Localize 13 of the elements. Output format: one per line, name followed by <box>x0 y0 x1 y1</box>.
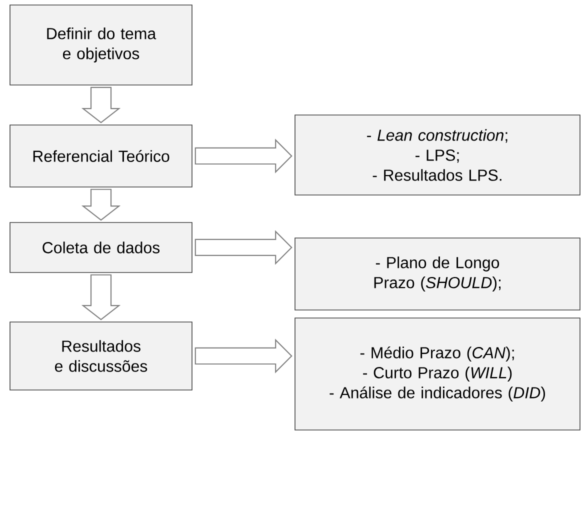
block-arrow <box>81 86 121 124</box>
note-box: - Lean construction; - LPS; - Resultados LPS. <box>294 114 580 196</box>
block-arrow <box>81 188 121 221</box>
block-arrow <box>194 338 292 374</box>
block-arrow <box>194 230 292 265</box>
process-box: Referencial Teórico <box>10 124 192 188</box>
note-box: - Médio Prazo (CAN); - Curto Prazo (WILL) - Análise de indicadores (DID) <box>294 318 580 430</box>
process-box: Coleta de dados <box>10 222 192 273</box>
process-box: Definir do tema e objetivos <box>10 4 192 86</box>
block-arrow <box>81 274 121 320</box>
block-arrow <box>194 138 292 174</box>
process-box: Resultados e discussões <box>10 322 192 390</box>
note-box: - Plano de Longo Prazo (SHOULD); <box>294 238 580 310</box>
